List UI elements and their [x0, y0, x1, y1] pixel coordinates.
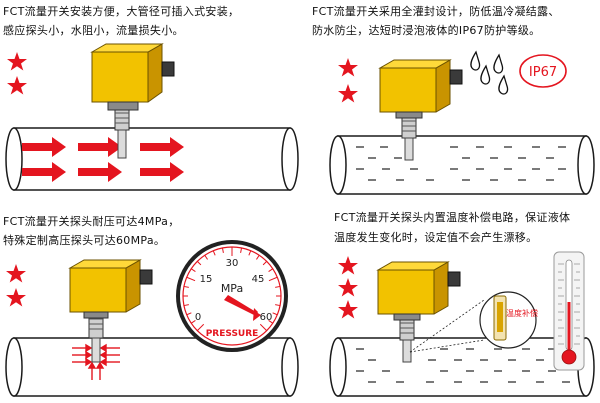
gauge-tick [275, 304, 281, 307]
gauge-tick [256, 254, 260, 260]
gauge-tick [268, 320, 274, 324]
pressure-gauge-icon: 0 15 30 45 60 MPa PRESSURE [176, 240, 288, 352]
caption-line-1: FCT流量开关安装方便，大管径可插入式安装， [3, 5, 240, 18]
flow-switch-icon [68, 259, 153, 363]
gauge-tick [190, 268, 196, 272]
thermometer-icon [553, 251, 585, 371]
gauge-tick [183, 285, 189, 288]
pipe [329, 337, 595, 397]
gauge-tick [196, 260, 202, 266]
star-icon [6, 264, 26, 283]
star-icon [338, 84, 358, 103]
gauge-tick [186, 276, 196, 282]
caption-line-2: 温度发生变化时，设定值不会产生漂移。 [334, 231, 538, 244]
gauge-tick [272, 312, 278, 316]
star-icon [7, 52, 27, 71]
illustration-temperature: 温度补偿 [329, 251, 595, 397]
gauge-tick [183, 304, 189, 307]
pipe [329, 135, 595, 195]
panel-sealing: FCT流量开关采用全灌封设计，防低温冷凝结露、 防水防尘，达短时浸泡液体的IP6… [300, 0, 600, 201]
gauge-tick [212, 250, 216, 256]
gauge-tick [262, 260, 268, 266]
gauge-label: PRESSURE [206, 329, 259, 339]
gauge-tick [268, 268, 274, 272]
gauge-tick [221, 247, 224, 253]
star-icon [6, 288, 26, 307]
water-drop-icons [470, 50, 509, 95]
gauge-tick [248, 250, 252, 256]
flow-switch-icon [90, 43, 175, 159]
pressure-arrow-icons [72, 343, 120, 380]
gauge-tick [240, 247, 243, 253]
gauge-tick [196, 323, 205, 332]
caption-line-1: FCT流量开关探头耐压可达4MPa， [3, 215, 180, 228]
flow-switch-icon [378, 59, 463, 161]
gauge-tick [268, 276, 278, 282]
flow-switch-icon [376, 261, 461, 363]
probe-callout: 温度补偿 [409, 291, 538, 353]
gauge-tick-label: 45 [252, 274, 265, 285]
gauge-tick [204, 254, 208, 260]
panel-pressure: FCT流量开关探头耐压可达4MPa， 特殊定制高压探头可达60MPa。 [0, 202, 300, 403]
flow-arrow-icons [22, 137, 184, 182]
caption-line-2: 感应探头小，水阻小，流量损失小。 [3, 24, 184, 37]
callout-label: 温度补偿 [506, 308, 538, 318]
gauge-tick-label: 0 [195, 312, 201, 323]
gauge-tick-label: 15 [200, 274, 213, 285]
gauge-unit: MPa [221, 282, 243, 295]
illustration-pressure: 0 15 30 45 60 MPa PRESSURE [5, 240, 299, 397]
gauge-tick [259, 323, 268, 332]
caption-line-1: FCT流量开关探头内置温度补偿电路，保证液体 [334, 211, 571, 224]
illustration-sealing: IP67 [329, 50, 595, 195]
caption-line-1: FCT流量开关采用全灌封设计，防低温冷凝结露、 [312, 5, 560, 18]
panel-installation: FCT流量开关安装方便，大管径可插入式安装， 感应探头小，水阻小，流量损失小。 [0, 0, 300, 201]
caption-line-2: 防水防尘，达短时浸泡液体的IP67防护等级。 [312, 24, 541, 37]
ip67-badge: IP67 [519, 54, 567, 88]
gauge-tick [186, 312, 192, 316]
star-icon [338, 256, 358, 275]
star-icon [338, 300, 358, 319]
pipe [5, 127, 299, 191]
star-icon [338, 278, 358, 297]
caption-line-2: 特殊定制高压探头可达60MPa。 [3, 234, 166, 247]
star-icon [338, 58, 358, 77]
illustration-installation [5, 43, 299, 191]
gauge-tick [275, 285, 281, 288]
gauge-tick-label: 60 [260, 312, 273, 323]
gauge-tick-label: 30 [226, 258, 239, 269]
star-icon [7, 76, 27, 95]
panel-temperature: FCT流量开关探头内置温度补偿电路，保证液体 温度发生变化时，设定值不会产生漂移… [300, 202, 600, 403]
gauge-tick [190, 320, 196, 324]
ip67-badge-text: IP67 [529, 65, 557, 80]
